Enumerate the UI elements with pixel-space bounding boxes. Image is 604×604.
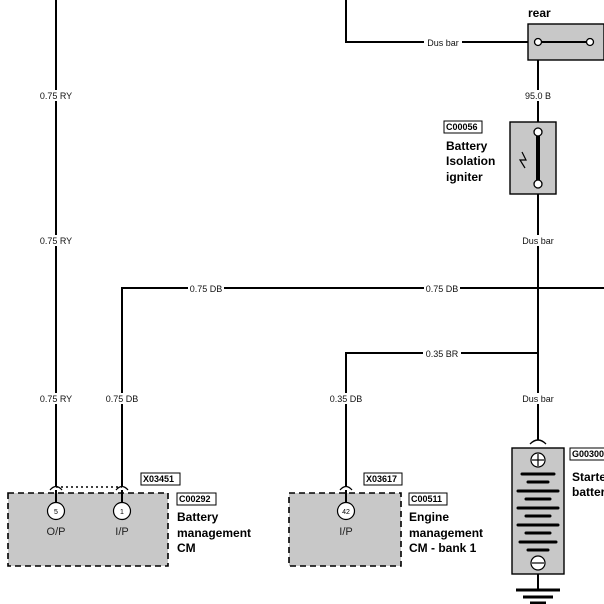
terminal-icon [533, 127, 543, 137]
lightning-icon [518, 151, 527, 169]
svg-text:0.75 RY: 0.75 RY [40, 394, 72, 404]
svg-text:0.75 RY: 0.75 RY [40, 91, 72, 101]
bms-component[interactable]: X03451 C00292 Battery management CM 5 O/… [7, 472, 251, 567]
svg-text:0.35 DB: 0.35 DB [330, 394, 363, 404]
ecm-connector-code: X03617 [366, 474, 397, 484]
bms-code: C00292 [179, 494, 211, 504]
battery-cells-icon [516, 472, 560, 552]
pin-42-label: I/P [339, 526, 352, 538]
svg-text:0.75 RY: 0.75 RY [40, 236, 72, 246]
terminal-icon [533, 179, 543, 189]
pin-1-number: 1 [120, 509, 124, 516]
bms-title-2: management [177, 526, 251, 540]
pin-5-label: O/P [47, 526, 66, 538]
igniter-component[interactable]: C00056 Battery Isolation igniter [443, 120, 557, 195]
pin-5-number: 5 [54, 509, 58, 516]
ecm-title-3: CM - bank 1 [409, 541, 477, 555]
bms-title-1: Battery [177, 510, 219, 524]
bms-title-3: CM [177, 541, 196, 555]
svg-text:Dus bar: Dus bar [427, 38, 459, 48]
label-br-vertical: 0.35 DB [327, 393, 365, 404]
battery-title-1: Starte [572, 470, 604, 484]
pin-42-number: 42 [342, 509, 350, 516]
label-db-vertical: 0.75 DB [104, 393, 140, 404]
pin-1-icon[interactable] [112, 501, 132, 521]
pin-42-icon[interactable] [336, 501, 356, 521]
battery-title-2: batter [572, 485, 604, 499]
ecm-component[interactable]: X03617 C00511 Engine management CM - ban… [288, 472, 483, 567]
igniter-title-2: Isolation [446, 154, 495, 168]
terminal-icon [533, 37, 543, 47]
igniter-title-3: igniter [446, 170, 483, 184]
label-db-right: 0.75 DB [424, 283, 460, 294]
svg-text:0.75 DB: 0.75 DB [426, 284, 459, 294]
label-br-horizontal: 0.35 BR [423, 348, 461, 359]
svg-text:95.0 B: 95.0 B [525, 91, 551, 101]
svg-text:0.75 DB: 0.75 DB [106, 394, 139, 404]
wire-br [345, 352, 538, 487]
label-dus-bar-low: Dus bar [519, 393, 557, 404]
label-ry-top: 0.75 RY [38, 90, 74, 101]
igniter-title-1: Battery [446, 139, 488, 153]
label-bat-top: 95.0 B [522, 90, 554, 101]
svg-text:0.35 BR: 0.35 BR [426, 349, 459, 359]
bms-connector-code: X03451 [143, 474, 174, 484]
label-ry-mid: 0.75 RY [38, 235, 74, 246]
ground-icon [516, 588, 560, 604]
wire-dus-bar-top [345, 0, 538, 43]
pin-1-label: I/P [115, 526, 128, 538]
ecm-title-1: Engine [409, 510, 449, 524]
pin-5-icon[interactable] [46, 501, 66, 521]
bus-rear-title: rear [528, 6, 551, 20]
label-ry-low: 0.75 RY [38, 393, 74, 404]
terminal-icon [585, 37, 595, 47]
ecm-code: C00511 [411, 494, 442, 504]
svg-text:Dus bar: Dus bar [522, 394, 554, 404]
svg-text:Dus bar: Dus bar [522, 236, 554, 246]
label-dus-bar-top: Dus bar [424, 37, 462, 48]
igniter-code: C00056 [446, 122, 478, 132]
label-db-left: 0.75 DB [188, 283, 224, 294]
bus-rear-component[interactable]: rear [527, 6, 604, 61]
ecm-title-2: management [409, 526, 483, 540]
battery-component[interactable]: G00300 Starte batter [511, 439, 604, 604]
battery-code: G00300 [572, 449, 604, 459]
svg-text:0.75 DB: 0.75 DB [190, 284, 223, 294]
label-dus-bar-mid: Dus bar [519, 235, 557, 246]
